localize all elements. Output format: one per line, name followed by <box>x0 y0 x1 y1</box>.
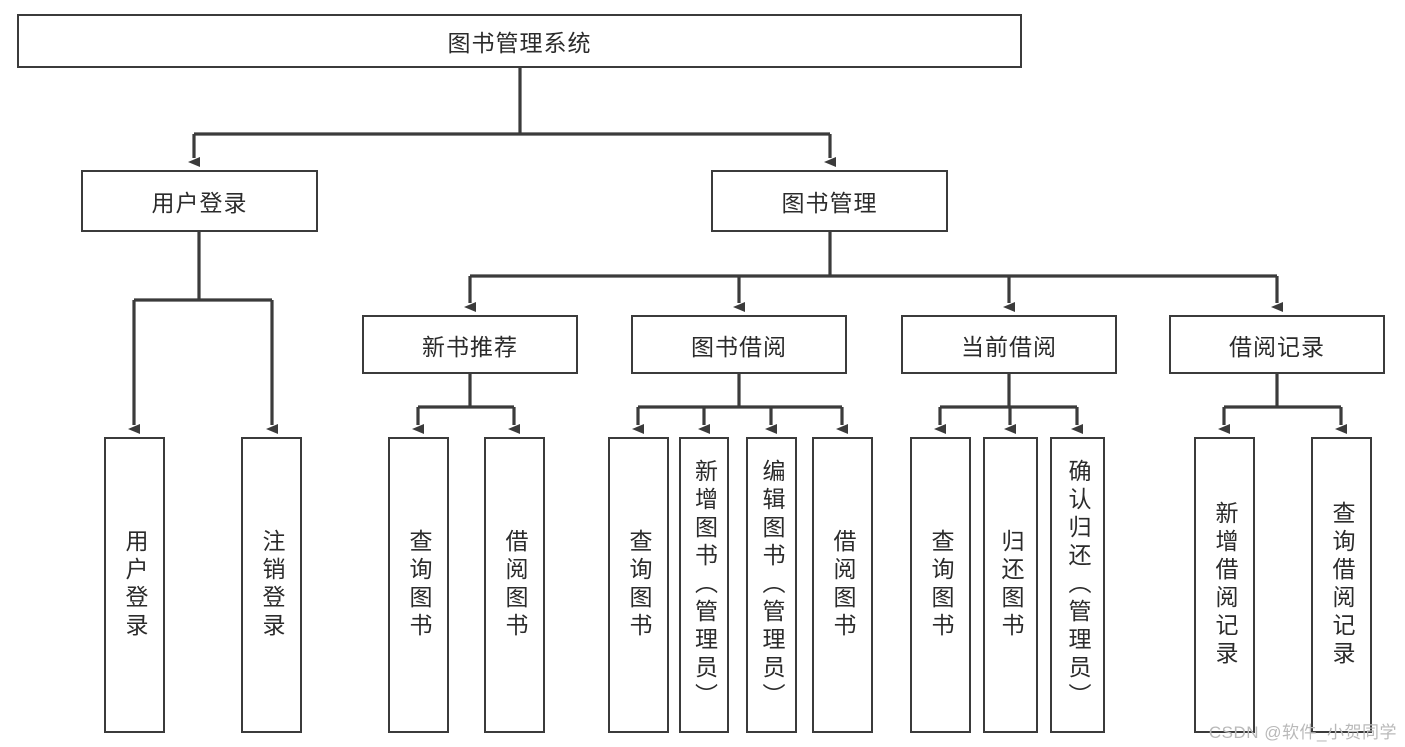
leaf-borrow-record-add[interactable]: 新增借阅记录 <box>1194 437 1255 733</box>
leaf-book-borrow-edit[interactable]: 编辑图书（管理员） <box>746 437 797 733</box>
node-label: 图书管理系统 <box>447 30 592 56</box>
leaf-new-book-query[interactable]: 查询图书 <box>388 437 449 733</box>
node-label: 借阅图书 <box>502 529 528 641</box>
node-label: 用户登录 <box>122 529 148 641</box>
leaf-book-borrow-query[interactable]: 查询图书 <box>608 437 669 733</box>
node-label: 图书管理 <box>781 190 878 216</box>
node-label: 注销登录 <box>259 529 285 641</box>
node-book-borrow[interactable]: 图书借阅 <box>631 315 847 374</box>
node-label: 借阅记录 <box>1229 333 1325 360</box>
node-label: 编辑图书（管理员） <box>759 459 785 711</box>
leaf-borrow-record-query[interactable]: 查询借阅记录 <box>1311 437 1372 733</box>
leaf-user-login-logout[interactable]: 注销登录 <box>241 437 302 733</box>
node-label: 查询图书 <box>406 529 432 641</box>
node-label: 新书推荐 <box>422 333 518 360</box>
node-label: 查询图书 <box>928 529 954 641</box>
leaf-user-login-login[interactable]: 用户登录 <box>104 437 165 733</box>
node-label: 新增借阅记录 <box>1212 501 1238 669</box>
leaf-current-borrow-query[interactable]: 查询图书 <box>910 437 971 733</box>
node-user-login[interactable]: 用户登录 <box>81 170 318 232</box>
node-label: 归还图书 <box>998 529 1024 641</box>
node-label: 查询图书 <box>626 529 652 641</box>
watermark: CSDN @软件_小贺同学 <box>1208 723 1397 742</box>
node-label: 图书借阅 <box>691 333 787 360</box>
leaf-current-borrow-confirm[interactable]: 确认归还（管理员） <box>1050 437 1105 733</box>
leaf-current-borrow-return[interactable]: 归还图书 <box>983 437 1038 733</box>
node-label: 当前借阅 <box>961 333 1057 360</box>
node-label: 新增图书（管理员） <box>691 459 718 711</box>
node-new-book-recommend[interactable]: 新书推荐 <box>362 315 578 374</box>
leaf-book-borrow-lend[interactable]: 借阅图书 <box>812 437 873 733</box>
node-label: 用户登录 <box>151 190 248 216</box>
node-label: 借阅图书 <box>830 529 856 641</box>
node-current-borrow[interactable]: 当前借阅 <box>901 315 1117 374</box>
leaf-book-borrow-add[interactable]: 新增图书（管理员） <box>679 437 729 733</box>
node-borrow-record[interactable]: 借阅记录 <box>1169 315 1385 374</box>
leaf-new-book-borrow[interactable]: 借阅图书 <box>484 437 545 733</box>
node-label: 确认归还（管理员） <box>1065 459 1091 711</box>
node-label: 查询借阅记录 <box>1329 501 1355 669</box>
node-root[interactable]: 图书管理系统 <box>17 14 1022 68</box>
node-book-management[interactable]: 图书管理 <box>711 170 948 232</box>
